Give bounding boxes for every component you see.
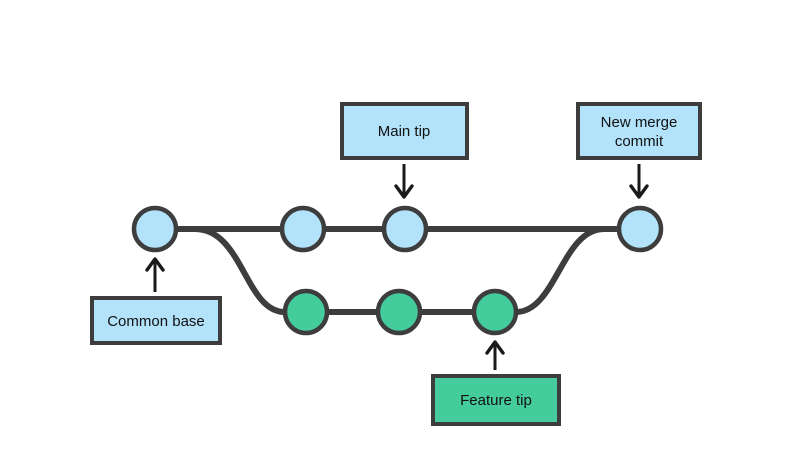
callout-common-base-label: Common base (107, 313, 205, 330)
callout-common-base[interactable]: Common base (90, 257, 222, 345)
callout-feature-tip-arrow-head-icon (485, 340, 505, 355)
callout-new-merge-commit-label-line1: New merge (601, 114, 678, 131)
node-merge-commit[interactable] (616, 205, 664, 253)
callout-common-base-box (90, 296, 222, 345)
edge-group (173, 226, 622, 315)
callout-main-tip-box (340, 102, 469, 160)
callout-new-merge-commit[interactable]: New merge commit (576, 102, 702, 199)
feature-branch-nodes (282, 288, 519, 336)
callout-feature-tip-box (431, 374, 561, 426)
callout-feature-tip[interactable]: Feature tip (431, 340, 561, 426)
callout-feature-tip-label: Feature tip (460, 392, 532, 409)
callout-new-merge-commit-arrow-head-icon (629, 184, 649, 199)
node-feature-tip[interactable] (471, 288, 519, 336)
node-feature-commit-1[interactable] (282, 288, 330, 336)
main-branch-nodes (131, 205, 664, 253)
node-common-base[interactable] (131, 205, 179, 253)
callout-main-tip-label: Main tip (378, 123, 431, 140)
node-main-commit-1[interactable] (279, 205, 327, 253)
node-main-tip[interactable] (381, 205, 429, 253)
callout-new-merge-commit-label-line2: commit (615, 133, 664, 150)
edge-merge-back-curve (513, 226, 607, 315)
callout-main-tip[interactable]: Main tip (340, 102, 469, 199)
node-feature-commit-2[interactable] (375, 288, 423, 336)
callout-common-base-arrow-head-icon (145, 257, 165, 272)
callout-main-tip-arrow-head-icon (394, 184, 414, 199)
edge-branch-off-curve (192, 226, 288, 315)
callout-new-merge-commit-box (576, 102, 702, 160)
